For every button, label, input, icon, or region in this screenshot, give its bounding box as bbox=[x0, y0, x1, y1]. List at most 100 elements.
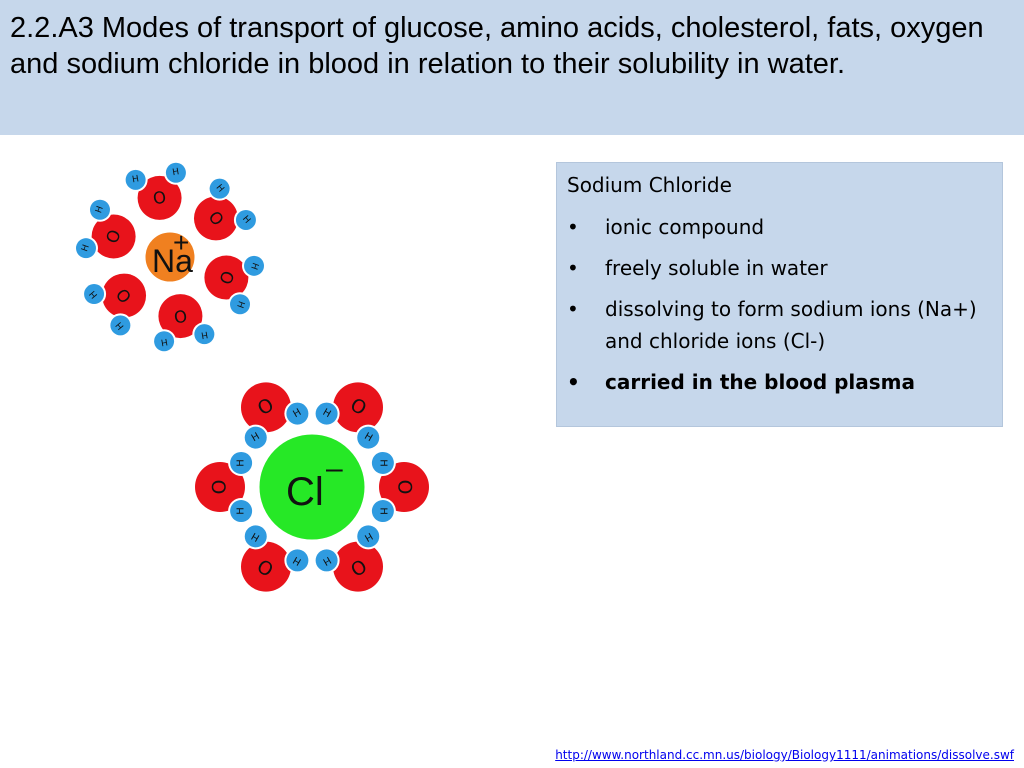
chloride-ion-label: Cl bbox=[286, 470, 324, 514]
title-bar: 2.2.A3 Modes of transport of glucose, am… bbox=[0, 0, 1024, 135]
hydrogen-atom bbox=[244, 426, 267, 449]
water-molecule: OHH bbox=[193, 449, 255, 525]
hydrogen-atom bbox=[209, 178, 230, 199]
water-molecule: OHH bbox=[313, 380, 385, 451]
hydrogen-label: H bbox=[321, 407, 333, 420]
oxygen-label: O bbox=[210, 480, 231, 495]
sodium-ion bbox=[142, 229, 198, 285]
hydrogen-atom bbox=[244, 255, 265, 276]
bullet-dot: • bbox=[567, 256, 579, 280]
sodium-ion-charge: + bbox=[173, 227, 189, 258]
oxygen-atom bbox=[333, 382, 383, 433]
hydrogen-label: H bbox=[114, 320, 126, 332]
hydrogen-label: H bbox=[214, 183, 226, 195]
hydrogen-label: H bbox=[377, 507, 388, 514]
hydrogen-atom bbox=[357, 525, 380, 548]
bullet-dot: • bbox=[567, 215, 579, 239]
oxygen-atom bbox=[137, 175, 182, 220]
oxygen-atom bbox=[158, 294, 203, 339]
water-molecule: O H H bbox=[369, 449, 431, 525]
hydrogen-label: H bbox=[172, 167, 180, 178]
oxygen-atom bbox=[241, 382, 291, 433]
oxygen-atom bbox=[241, 541, 291, 592]
oxygen-atom bbox=[91, 214, 136, 259]
oxygen-atom bbox=[102, 273, 147, 318]
hydrogen-atom bbox=[110, 315, 131, 336]
hydrogen-label: H bbox=[234, 299, 246, 309]
oxygen-atom bbox=[333, 541, 383, 592]
water-molecule: OHH bbox=[191, 176, 258, 243]
info-box-heading: Sodium Chloride bbox=[567, 173, 732, 197]
hydrogen-atom bbox=[194, 324, 215, 345]
hydrogen-atom bbox=[244, 525, 267, 548]
hydrogen-atom bbox=[125, 169, 146, 190]
sodium-ion-label: Na bbox=[152, 243, 193, 279]
hydrogen-atom bbox=[286, 549, 309, 572]
bullet-item-blood-plasma: • carried in the blood plasma bbox=[567, 366, 990, 398]
hydrogen-atom bbox=[371, 451, 394, 474]
chloride-ion-charge: – bbox=[326, 452, 343, 485]
info-bullet-list: • ionic compound • freely soluble in water… bbox=[567, 211, 990, 398]
hydrogen-label: H bbox=[362, 530, 374, 543]
bullet-text: carried in the blood plasma bbox=[605, 370, 915, 394]
oxygen-atom bbox=[193, 196, 238, 241]
slide-title: 2.2.A3 Modes of transport of glucose, am… bbox=[10, 12, 984, 80]
bullet-dot: • bbox=[567, 297, 579, 321]
hydrogen-atom bbox=[315, 402, 338, 425]
source-link[interactable]: http://www.northland.cc.mn.us/biology/Bi… bbox=[555, 748, 1014, 762]
hydrogen-label: H bbox=[291, 407, 303, 420]
hydrogen-atom bbox=[165, 162, 186, 183]
hydrogen-label: H bbox=[160, 336, 168, 347]
hydrogen-atom bbox=[84, 284, 105, 305]
hydrogen-label: H bbox=[321, 554, 333, 567]
oxygen-label: O bbox=[102, 227, 124, 246]
oxygen-label: O bbox=[215, 268, 237, 287]
hydrogen-label: H bbox=[377, 459, 388, 466]
water-molecule: OHH bbox=[73, 197, 138, 261]
chloride-ion bbox=[256, 431, 368, 543]
hydrogen-atom bbox=[230, 500, 253, 523]
hydrogen-atom bbox=[315, 549, 338, 572]
bullet-text: freely soluble in water bbox=[605, 256, 828, 280]
hydrogen-atom bbox=[75, 238, 96, 259]
bullet-item-soluble: • freely soluble in water bbox=[567, 252, 990, 284]
hydrogen-atom bbox=[230, 294, 251, 315]
water-molecule: OHH bbox=[152, 292, 217, 354]
hydrogen-atom bbox=[154, 331, 175, 352]
bullet-dot: • bbox=[567, 370, 580, 394]
hydrogen-label: H bbox=[240, 214, 252, 226]
hydrogen-label: H bbox=[200, 329, 208, 340]
hydrogen-label: H bbox=[94, 205, 106, 215]
oxygen-atom bbox=[204, 255, 249, 300]
water-molecule: OHH bbox=[313, 523, 385, 594]
hydrogen-atom bbox=[235, 209, 256, 230]
hydrogen-label: H bbox=[362, 431, 374, 444]
oxygen-atom bbox=[195, 462, 245, 512]
oxygen-label: O bbox=[172, 306, 188, 327]
bullet-item-dissolving: • dissolving to form sodium ions (Na+) an… bbox=[567, 293, 990, 357]
hydrogen-label: H bbox=[250, 530, 262, 543]
hydrogen-atom bbox=[371, 500, 394, 523]
hydrogen-label: H bbox=[291, 554, 303, 567]
hydrogen-atom bbox=[286, 402, 309, 425]
hydrogen-atom bbox=[89, 199, 110, 220]
oxygen-atom bbox=[379, 462, 429, 512]
bullet-text: dissolving to form sodium ions (Na+) and… bbox=[605, 297, 977, 353]
bullet-text: ionic compound bbox=[605, 215, 765, 239]
hydrogen-label: H bbox=[248, 261, 260, 271]
water-molecule: OHH bbox=[123, 160, 188, 222]
hydrogen-label: H bbox=[88, 288, 100, 300]
oxygen-label: O bbox=[394, 480, 415, 495]
hydrogen-label: H bbox=[236, 459, 247, 466]
water-molecule: O H H bbox=[202, 253, 267, 317]
hydrogen-atom bbox=[357, 426, 380, 449]
hydrogen-atom bbox=[230, 451, 253, 474]
sodium-chloride-info-box: Sodium Chloride • ionic compound • freely … bbox=[556, 162, 1003, 427]
hydrogen-label: H bbox=[250, 431, 262, 444]
water-molecule: OHH bbox=[239, 523, 311, 594]
